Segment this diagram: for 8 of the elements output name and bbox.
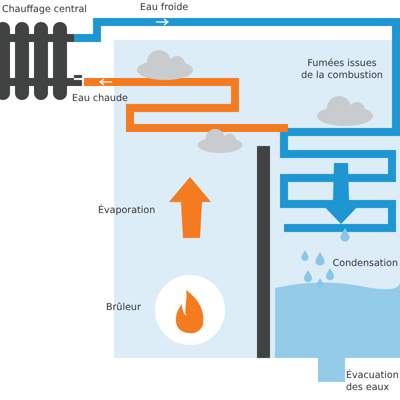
label: Évacuation des eaux (346, 370, 398, 394)
label: Condensation (332, 258, 398, 270)
label: Chauffage central (2, 4, 87, 16)
label: Évaporation (98, 205, 156, 217)
label: Fumées issues de la combustion (300, 58, 384, 82)
label: Eau froide (140, 2, 188, 14)
label: Eau chaude (72, 93, 128, 105)
label: Brûleur (106, 302, 141, 314)
